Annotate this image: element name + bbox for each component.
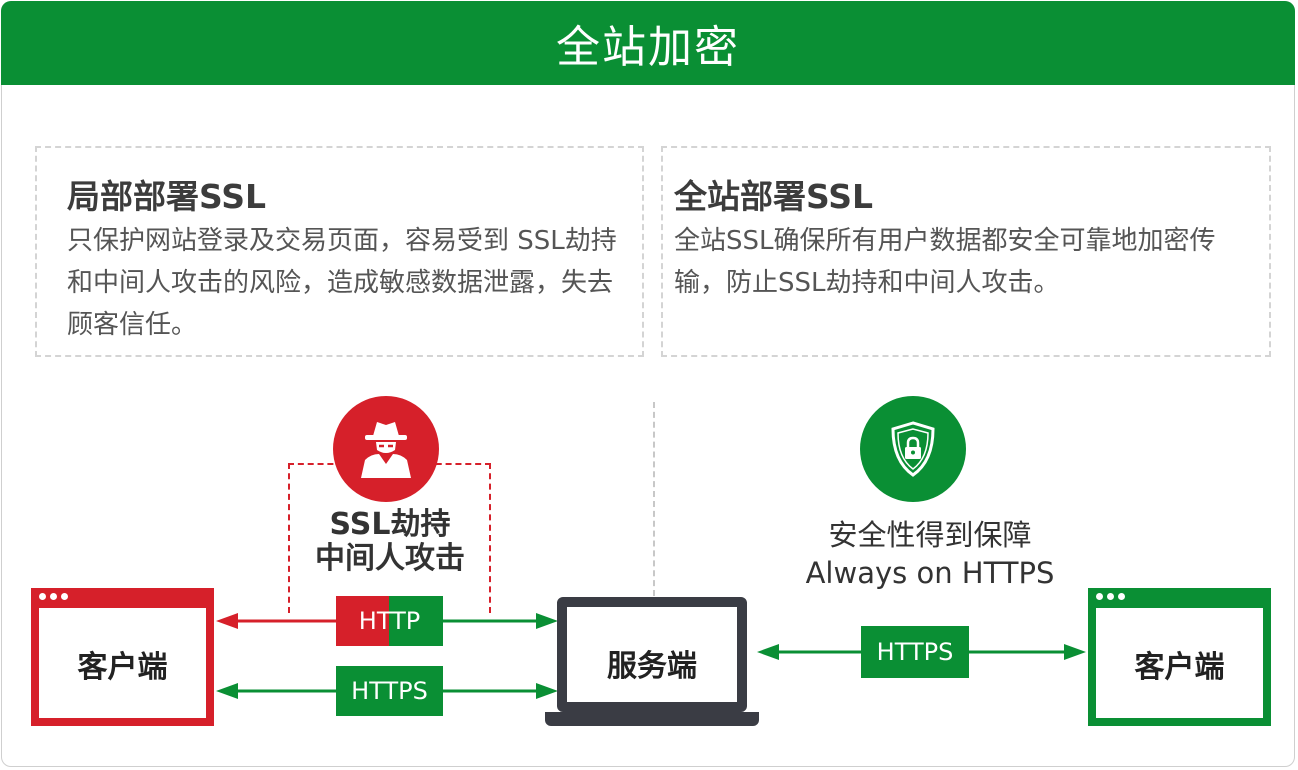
full-ssl-description: 全站SSL确保所有用户数据都安全可靠地加密传输，防止SSL劫持和中间人攻击。 <box>674 226 1216 298</box>
https-left-arrowhead-a <box>216 683 238 699</box>
hacker-glyph <box>361 422 411 478</box>
laptop-base <box>545 712 759 726</box>
safe-line-1: 安全性得到保障 <box>828 518 1032 552</box>
https-badge-left: HTTPS <box>336 666 443 716</box>
section-divider <box>653 402 655 596</box>
http-green-arrowhead <box>536 613 558 629</box>
server-laptop: 服务端 <box>557 597 747 712</box>
window-dot <box>61 593 68 600</box>
server-label: 服务端 <box>607 649 697 684</box>
full-ssl-card: 全站部署SSL 全站SSL确保所有用户数据都安全可靠地加密传输，防止SSL劫持和… <box>661 146 1271 357</box>
shield-glyph <box>891 421 935 477</box>
full-ssl-title: 全站部署SSL <box>674 177 874 216</box>
shield-lock-icon <box>860 396 966 502</box>
https-badge-right: HTTPS <box>861 626 969 678</box>
partial-ssl-description: 只保护网站登录及交易页面，容易受到 SSL劫持和中间人攻击的风险，造成敏感数据泄… <box>67 226 617 340</box>
https-right-arrowhead-a <box>757 644 779 660</box>
window-dot <box>1118 593 1125 600</box>
page-title: 全站加密 <box>556 22 740 73</box>
https-left-arrowhead-b <box>536 683 558 699</box>
window-dot <box>50 593 57 600</box>
safe-line-2: Always on HTTPS <box>805 556 1055 590</box>
window-dot <box>1096 593 1103 600</box>
client-right-label: 客户端 <box>1134 650 1225 685</box>
window-dot <box>1107 593 1114 600</box>
window-dots <box>1096 593 1125 600</box>
hacker-icon <box>333 396 439 502</box>
attack-line-2: 中间人攻击 <box>315 541 465 576</box>
partial-ssl-title: 局部部署SSL <box>67 177 267 216</box>
https-right-arrowhead-b <box>1064 644 1086 660</box>
attack-label: SSL劫持 中间人攻击 <box>290 508 490 576</box>
window-dots <box>39 593 68 600</box>
window-dot <box>39 593 46 600</box>
client-left-window: 客户端 <box>31 588 214 726</box>
attack-line-1: SSL劫持 <box>329 507 451 542</box>
partial-ssl-card: 局部部署SSL 只保护网站登录及交易页面，容易受到 SSL劫持和中间人攻击的风险… <box>35 146 644 357</box>
http-red-arrowhead <box>216 613 238 629</box>
client-left-label: 客户端 <box>77 650 168 685</box>
safe-label: 安全性得到保障 Always on HTTPS <box>780 516 1080 592</box>
header-bar: 全站加密 <box>1 1 1295 85</box>
http-badge: HTTP <box>336 596 443 646</box>
client-right-window: 客户端 <box>1088 588 1271 726</box>
